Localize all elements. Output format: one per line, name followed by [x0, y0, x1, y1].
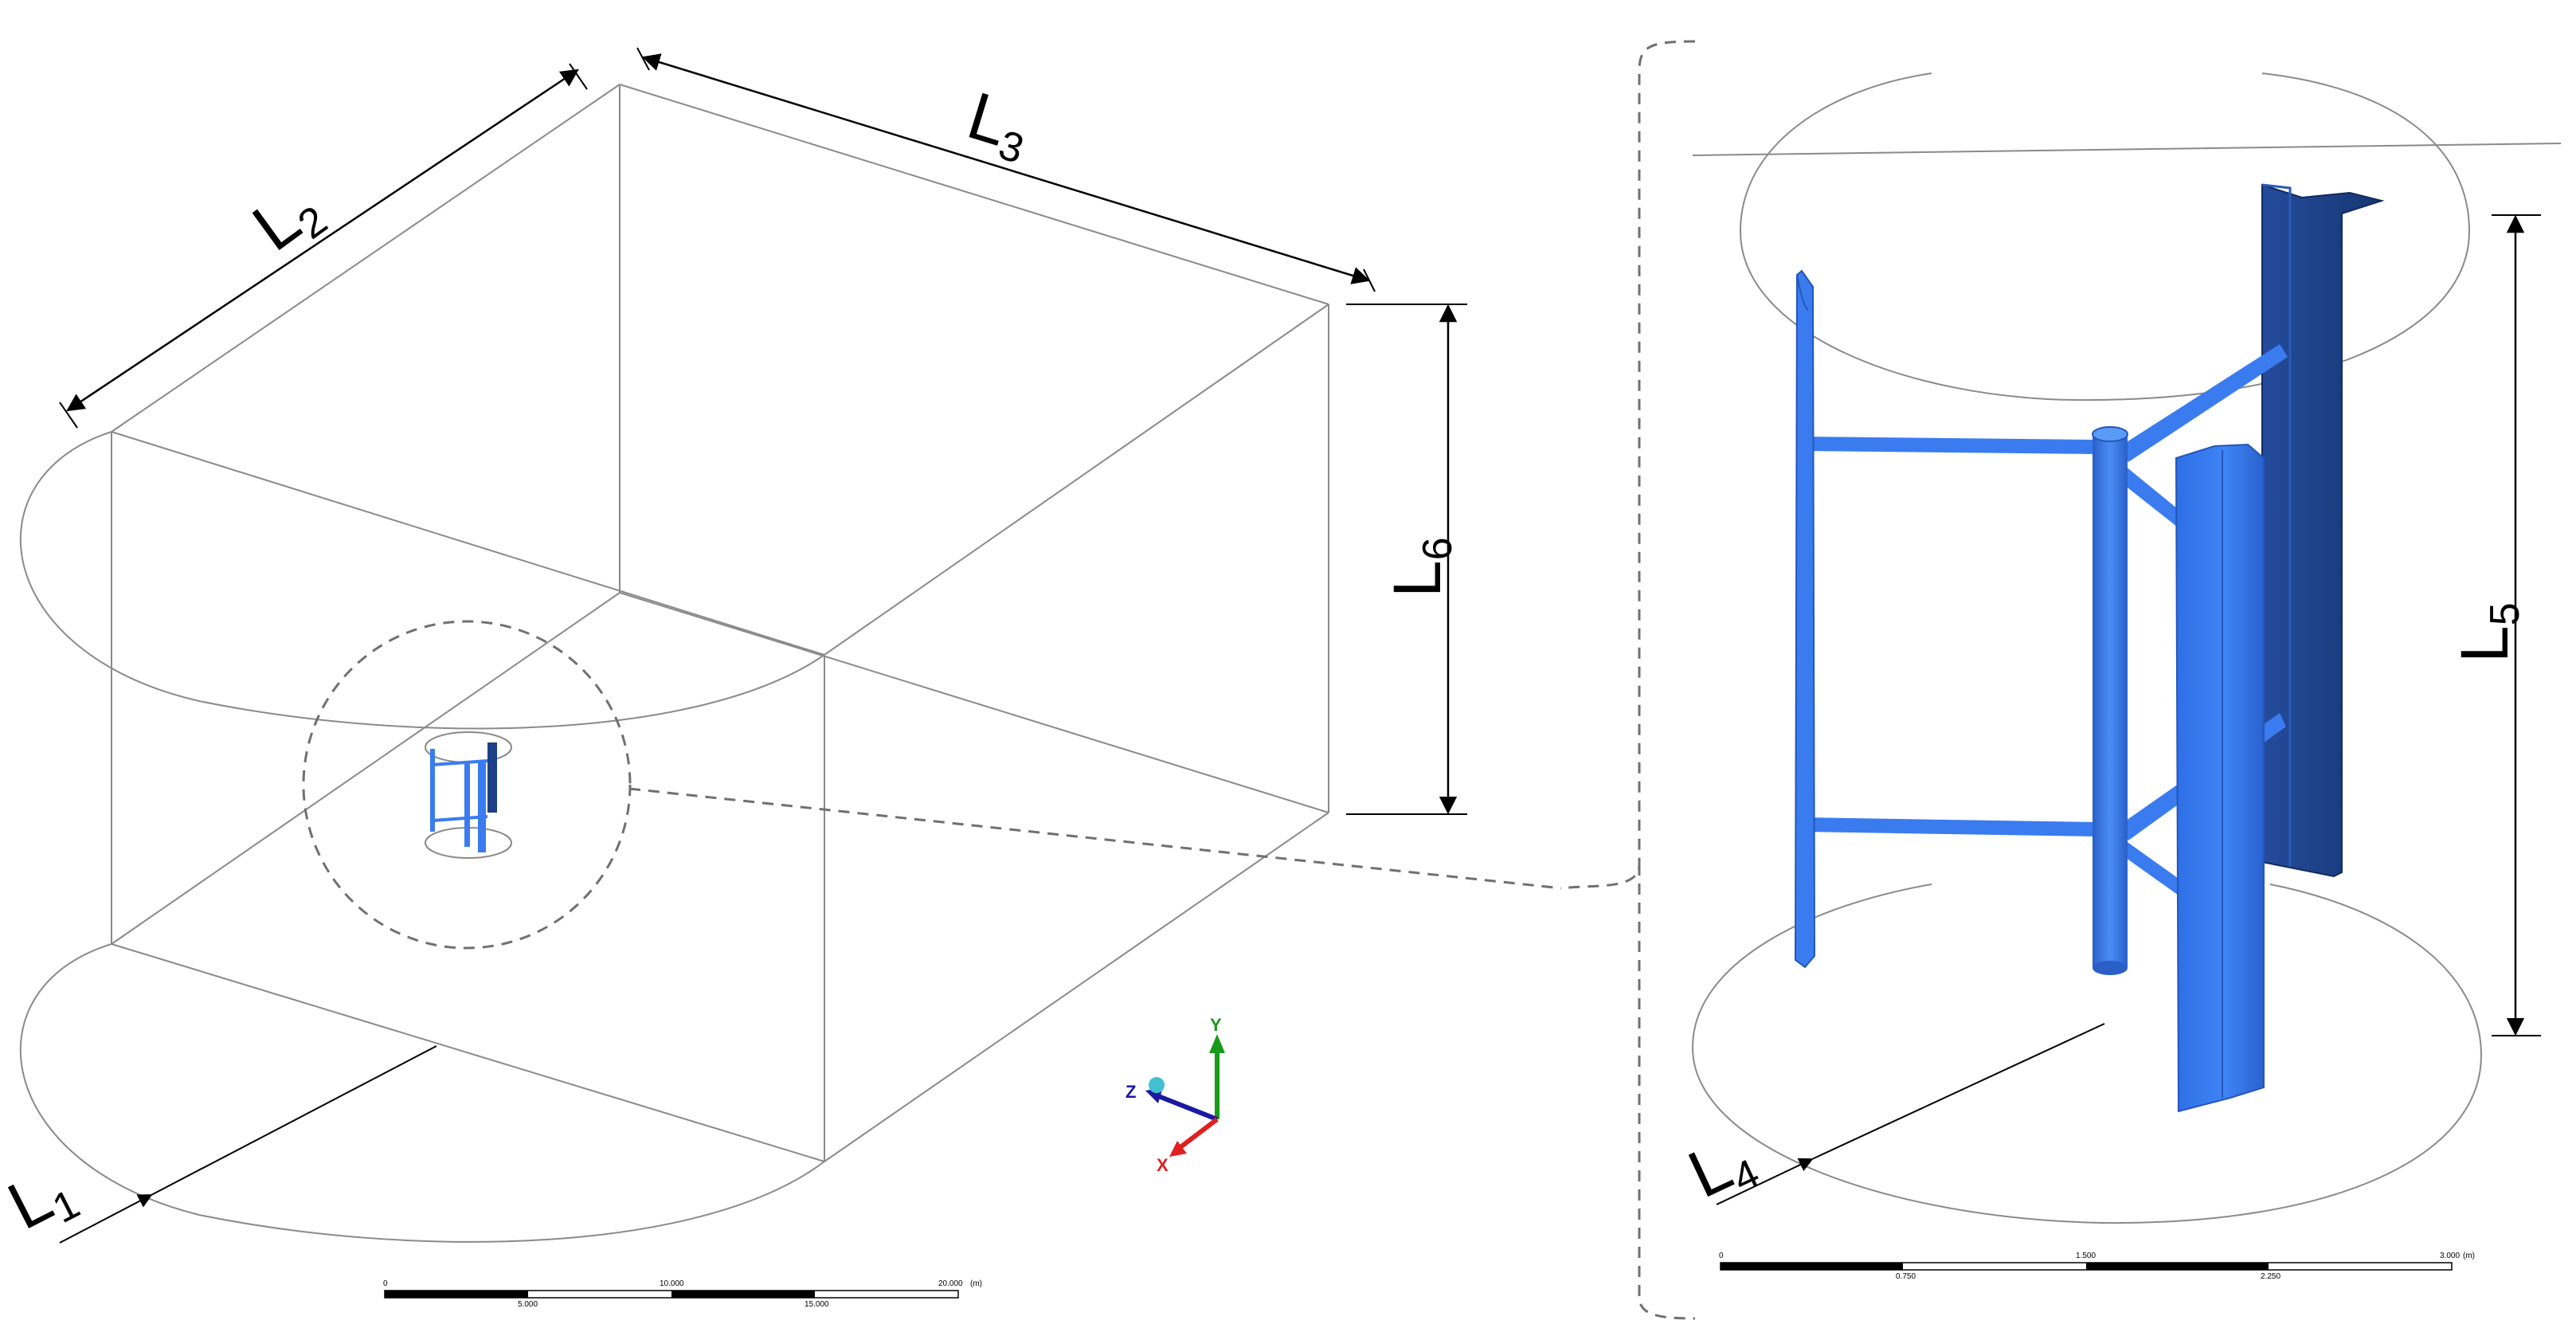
rotor-outline [1691, 72, 2562, 1224]
blade-left [1794, 269, 1816, 969]
axis-triad: Y Z X [1126, 1015, 1225, 1175]
triad-origin-sphere [1149, 1077, 1165, 1093]
inlet-arc-top [19, 431, 825, 730]
y-axis-label: Y [1210, 1015, 1222, 1035]
dim-L3: L3 [636, 47, 1376, 292]
label-L4: L4 [1678, 1118, 1767, 1217]
x-axis-arrow [1176, 1117, 1219, 1152]
inlet-arc-bottom [19, 943, 825, 1243]
small-turbine [425, 731, 512, 859]
rotor-ellipse-top [1739, 72, 2471, 402]
box-bottom-edge-2 [619, 592, 1329, 813]
scale-bar-left: 0 10.000 20.000 (m) 5.000 15.000 [383, 1279, 982, 1309]
scale-left-label-0: 0 [383, 1279, 388, 1288]
box-bottom-edge-3 [111, 943, 825, 1162]
rotating-zone-circle [302, 620, 632, 950]
box-top-edge-3 [111, 431, 825, 656]
dim-L6: L6 [1346, 304, 1467, 815]
label-L1: L1 [0, 1150, 87, 1249]
dim-L4: L4 [1678, 1023, 2105, 1217]
arm-front-lower [2120, 840, 2186, 897]
box-top-edge-4 [824, 304, 1329, 656]
scale-right-label-3000: 3.000 [2440, 1252, 2460, 1260]
box-bottom-edge-1 [111, 592, 621, 945]
scale-right-label-0: 0 [1719, 1252, 1724, 1260]
label-L6: L6 [1380, 537, 1461, 597]
scale-left-label-10: 10.000 [660, 1279, 684, 1288]
domain-edge-line [1692, 143, 2562, 156]
blade-front [2175, 443, 2265, 1113]
z-axis-label: Z [1126, 1082, 1136, 1102]
domain-wireframe [19, 84, 1329, 1243]
label-L5: L5 [2447, 602, 2528, 663]
scale-left-label-20: 20.000 [938, 1279, 963, 1288]
rotor-ellipse-bottom [1691, 883, 2483, 1224]
x-axis-label: X [1157, 1155, 1169, 1175]
label-L2: L2 [239, 169, 335, 270]
scale-bar-right: 0 1.500 3.000 (m) 0.750 2.250 [1719, 1252, 2475, 1281]
arm-left-upper [1802, 437, 2096, 454]
dim-L5: L5 [2447, 214, 2541, 1036]
arm-left-lower [1802, 817, 2096, 836]
scale-left-label-15: 15.000 [805, 1300, 829, 1309]
scale-right-label-1500: 1.500 [2076, 1252, 2096, 1260]
central-shaft [2092, 426, 2128, 975]
scale-left-unit: (m) [970, 1279, 982, 1288]
box-top-edge-1 [111, 84, 621, 433]
scale-right-label-750: 0.750 [1896, 1272, 1916, 1281]
zoom-connector [628, 40, 1696, 1320]
z-axis-arrow [1155, 1093, 1219, 1122]
scale-left-label-5: 5.000 [518, 1300, 538, 1309]
scale-right-unit: (m) [2463, 1252, 2475, 1260]
scale-right-label-2250: 2.250 [2261, 1272, 2280, 1281]
box-bottom-edge-4 [824, 812, 1329, 1162]
arm-back-upper [2120, 344, 2288, 462]
dim-L2: L2 [59, 63, 588, 429]
blade-back [2261, 183, 2385, 878]
